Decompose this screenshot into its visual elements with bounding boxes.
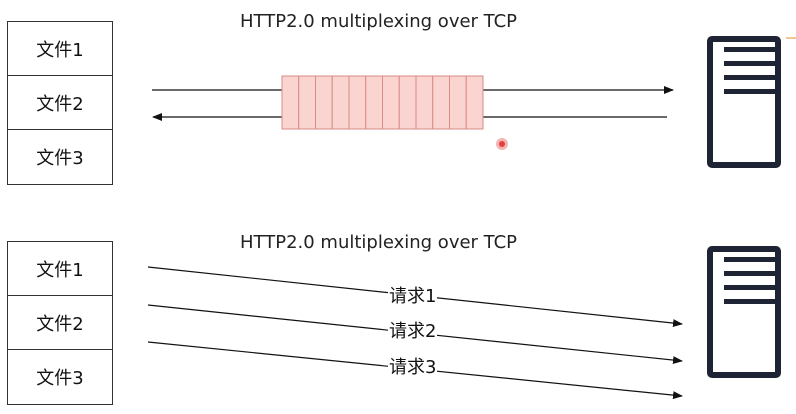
file-box-2: 文件2 — [8, 76, 112, 130]
server-line — [724, 75, 776, 80]
stream-segment — [449, 75, 467, 130]
server-line — [724, 47, 776, 52]
stream-segment — [415, 75, 434, 130]
bottom-file-stack: 文件1 文件2 文件3 — [7, 241, 113, 405]
stream-segment — [382, 75, 400, 130]
cursor-dot-icon — [496, 138, 508, 150]
file-box-1: 文件1 — [8, 242, 112, 296]
server-line — [724, 271, 776, 276]
top-diagram-title: HTTP2.0 multiplexing over TCP — [240, 11, 518, 32]
request-label-1: 请求1 — [388, 286, 438, 307]
stream-segment — [398, 75, 417, 130]
bottom-diagram-title: HTTP2.0 multiplexing over TCP — [240, 232, 518, 253]
file-box-2: 文件2 — [8, 296, 112, 350]
server-line — [724, 299, 776, 304]
stream-segment — [281, 75, 300, 130]
request-label-3: 请求3 — [388, 357, 438, 378]
multiplexed-stream — [281, 75, 484, 130]
server-icon — [707, 36, 781, 168]
server-line — [724, 89, 776, 94]
file-box-3: 文件3 — [36, 148, 84, 169]
stream-segment — [465, 75, 484, 130]
stream-segment — [432, 75, 450, 130]
top-file-stack: 文件1 文件2 文件3 — [7, 21, 113, 185]
stream-segment — [348, 75, 367, 130]
file-box-1: 文件1 — [8, 22, 112, 76]
server-line — [724, 61, 776, 66]
server-line — [724, 257, 776, 262]
stream-segment — [315, 75, 333, 130]
stream-segment — [365, 75, 383, 130]
request-label-2: 请求2 — [388, 321, 438, 342]
stream-segment — [298, 75, 316, 130]
server-line — [724, 285, 776, 290]
server-icon — [707, 246, 781, 378]
file-box-3: 文件3 — [36, 368, 84, 389]
stream-segment — [331, 75, 350, 130]
